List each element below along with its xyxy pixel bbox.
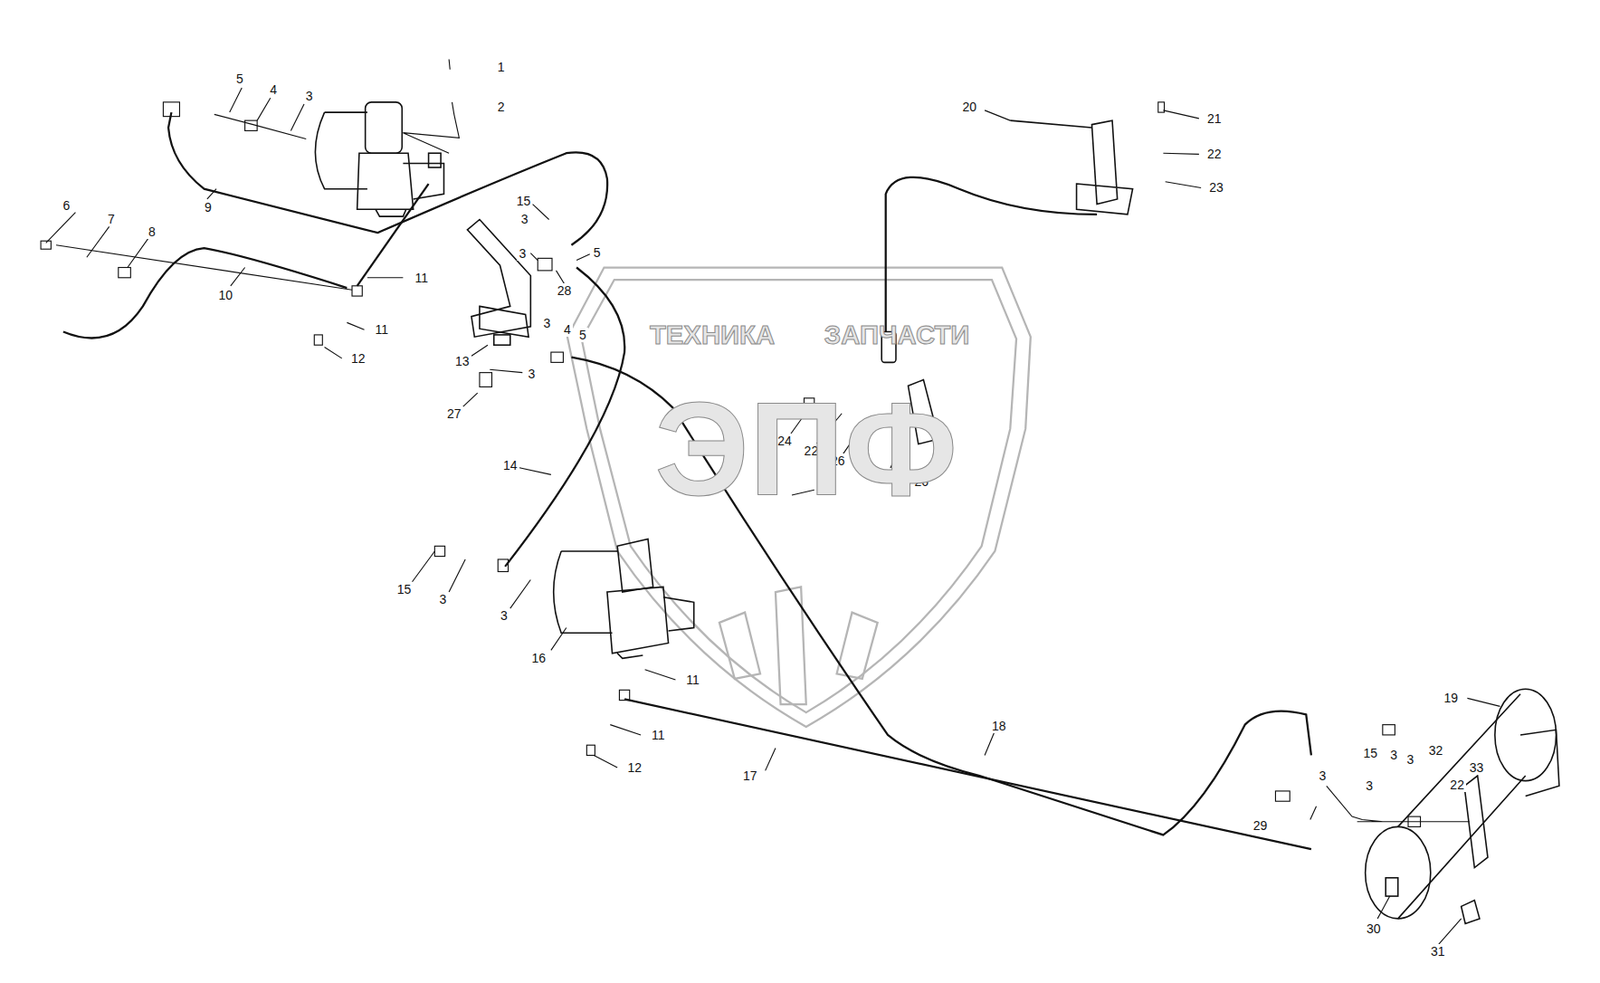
- callout-number: 18: [990, 718, 1009, 734]
- callout-number: 6: [60, 198, 72, 213]
- watermark-text: ЗАПЧАСТИ: [824, 321, 971, 348]
- callout-number: 11: [412, 270, 430, 286]
- callout-number: 3: [304, 88, 315, 104]
- callout-number: 15: [514, 193, 534, 209]
- callout-number: 22: [1205, 146, 1224, 162]
- watermark-text: ТЕХНИКА: [649, 321, 775, 348]
- callout-number: 20: [960, 99, 979, 115]
- callout-number: 12: [349, 351, 368, 366]
- callout-number: 3: [526, 366, 538, 381]
- callout-number: 22: [1447, 777, 1467, 792]
- air-tank: [1365, 688, 1560, 924]
- callout-number: 3: [516, 246, 528, 261]
- callout-number: 32: [1427, 742, 1446, 758]
- callout-number: 27: [445, 406, 464, 421]
- callout-number: 11: [372, 322, 391, 337]
- callout-number: 3: [1404, 752, 1416, 767]
- callout-number: 2: [495, 99, 507, 115]
- callout-number: 3: [541, 315, 553, 331]
- pump-unit: [314, 102, 444, 217]
- callout-number: 5: [577, 327, 589, 343]
- callout-number: 19: [1442, 690, 1461, 705]
- callout-number: 4: [267, 82, 279, 97]
- leader-line: [40, 58, 1500, 944]
- pump-unit: [553, 538, 695, 658]
- callout-number: 7: [105, 211, 117, 227]
- pedal-bracket: [466, 219, 531, 346]
- callout-number: 28: [555, 283, 574, 298]
- callout-number: 10: [216, 287, 235, 303]
- callout-number: 4: [561, 322, 573, 337]
- callout-number: 3: [498, 608, 510, 623]
- callout-number: 30: [1364, 921, 1383, 936]
- callout-number: 5: [234, 71, 246, 86]
- tube: [63, 112, 1312, 849]
- callout-number: 29: [1251, 818, 1270, 833]
- callout-number: 13: [453, 353, 472, 369]
- callout-number: 16: [530, 650, 549, 666]
- callout-number: 11: [684, 672, 702, 687]
- callout-number: 3: [1316, 768, 1328, 783]
- callout-number: 23: [1207, 180, 1226, 195]
- callout-number: 1: [495, 59, 507, 75]
- watermark-shield: [567, 267, 1031, 727]
- callout-number: 33: [1467, 760, 1486, 775]
- callout-number: 12: [626, 760, 645, 775]
- watermark-text: ЭПФ: [654, 382, 958, 516]
- callout-number: 17: [741, 768, 760, 783]
- callout-number: 31: [1428, 943, 1448, 959]
- callout-number: 5: [591, 245, 603, 260]
- callout-number: 3: [1388, 747, 1400, 762]
- callout-number: 3: [437, 591, 448, 607]
- callout-number: 15: [395, 581, 414, 597]
- callout-number: 3: [1363, 778, 1375, 793]
- callout-number: 9: [202, 200, 214, 215]
- callout-number: 15: [1361, 745, 1381, 761]
- callout-number: 14: [501, 457, 520, 473]
- callout-number: 8: [146, 224, 158, 239]
- callout-number: 11: [649, 727, 667, 743]
- callout-number: 3: [519, 211, 531, 227]
- callout-number: 21: [1205, 111, 1224, 126]
